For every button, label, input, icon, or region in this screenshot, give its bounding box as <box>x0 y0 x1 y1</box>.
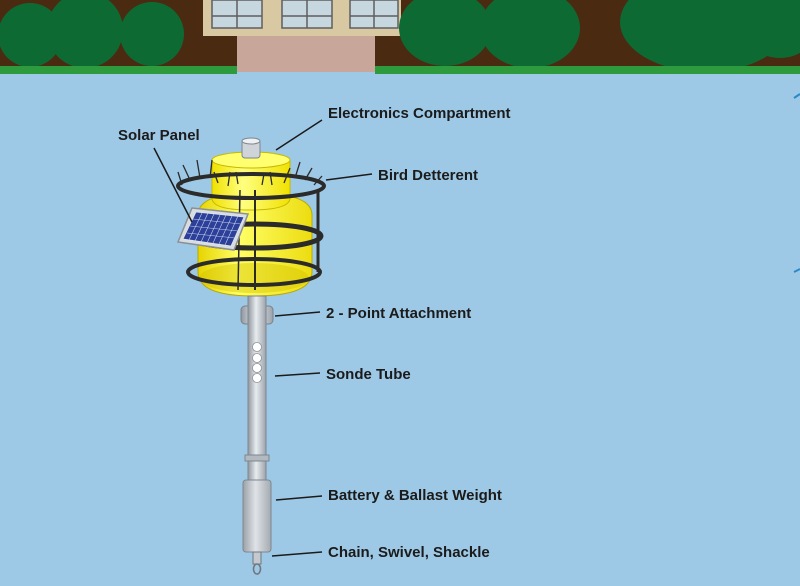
callout-line-electronics <box>275 119 323 151</box>
trees-right <box>399 0 800 72</box>
buoy <box>176 137 326 575</box>
solar-panel-grid <box>186 212 242 246</box>
grass-strip-left <box>0 66 237 74</box>
bird-deterrent-ring <box>176 172 326 200</box>
sonde-tube-vents <box>252 342 262 383</box>
house-foundation <box>237 36 375 72</box>
battery-ballast-weight <box>242 479 272 553</box>
navigation-light-top <box>241 137 261 145</box>
swivel-link <box>252 551 262 565</box>
house-windows <box>211 0 399 29</box>
label-bird-deterrent: Bird Detterent <box>378 167 478 184</box>
callout-lines <box>153 119 373 557</box>
solar-panel <box>176 207 250 251</box>
label-battery-ballast-weight: Battery & Ballast Weight <box>328 487 502 504</box>
trees-left <box>0 0 184 68</box>
water-ripple-mark <box>793 268 800 273</box>
callout-line-sonde-tube <box>274 372 321 377</box>
grass-strip-right <box>375 66 800 74</box>
label-chain-swivel-shackle: Chain, Swivel, Shackle <box>328 544 490 561</box>
sonde-tube-joint <box>244 454 270 462</box>
callout-line-solar-panel <box>153 147 193 223</box>
label-electronics-compartment: Electronics Compartment <box>328 105 511 122</box>
callout-line-bird-deterrent <box>325 173 373 181</box>
shackle-ring <box>252 563 262 575</box>
label-sonde-tube: Sonde Tube <box>326 366 411 383</box>
label-solar-panel: Solar Panel <box>118 127 200 144</box>
label-two-point-attachment: 2 - Point Attachment <box>326 305 471 322</box>
callout-line-battery <box>275 495 323 501</box>
callout-line-attachment <box>274 311 321 317</box>
cage-post <box>237 189 241 291</box>
water-surface <box>0 74 800 586</box>
callout-line-chain <box>271 551 323 557</box>
callout-labels: Electronics Compartment Solar Panel Bird… <box>118 105 511 561</box>
water-ripple-mark <box>793 93 800 99</box>
